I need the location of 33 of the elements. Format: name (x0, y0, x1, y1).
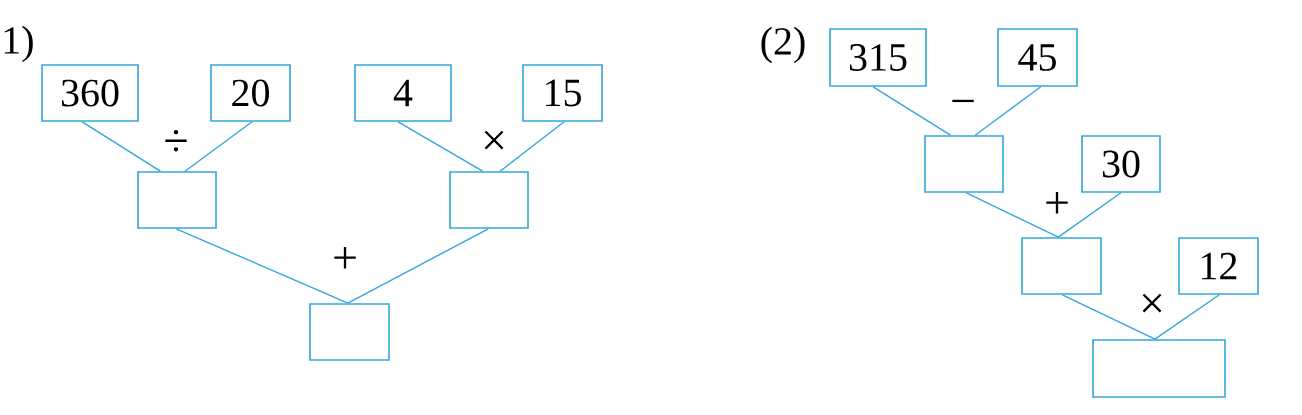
operator-symbol: + (1046, 192, 1068, 214)
number-box: 12 (1178, 237, 1259, 295)
connector-line (397, 121, 484, 172)
number-box: 4 (354, 64, 452, 122)
answer-box (137, 171, 217, 229)
connector-line (1057, 192, 1122, 238)
answer-box (449, 171, 529, 229)
operator-symbol: × (484, 130, 504, 150)
connector-line (175, 228, 349, 304)
operator-symbol: × (1142, 293, 1162, 313)
connector-line (81, 121, 161, 172)
number-box: 15 (522, 64, 603, 122)
number-box: 45 (997, 28, 1078, 87)
number-box: 360 (41, 64, 139, 122)
connector-line (499, 121, 565, 172)
number-box: 315 (829, 28, 927, 87)
answer-box (309, 303, 390, 361)
operator-symbol: − (952, 99, 974, 103)
answer-box (924, 135, 1004, 193)
connector-line (1154, 294, 1220, 340)
connector-line (347, 228, 489, 304)
number-box: 30 (1081, 135, 1161, 193)
number-box: 20 (210, 64, 291, 122)
answer-box (1021, 237, 1102, 295)
connector-line (974, 86, 1042, 136)
connector-line (1061, 294, 1156, 340)
connector-line (872, 86, 952, 136)
problem-number: 1) (4, 25, 33, 63)
answer-box (1092, 339, 1226, 398)
operator-symbol: + (334, 247, 356, 269)
connector-line (184, 121, 253, 172)
connector-line (965, 192, 1059, 238)
operator-symbol: ÷ (165, 129, 187, 152)
